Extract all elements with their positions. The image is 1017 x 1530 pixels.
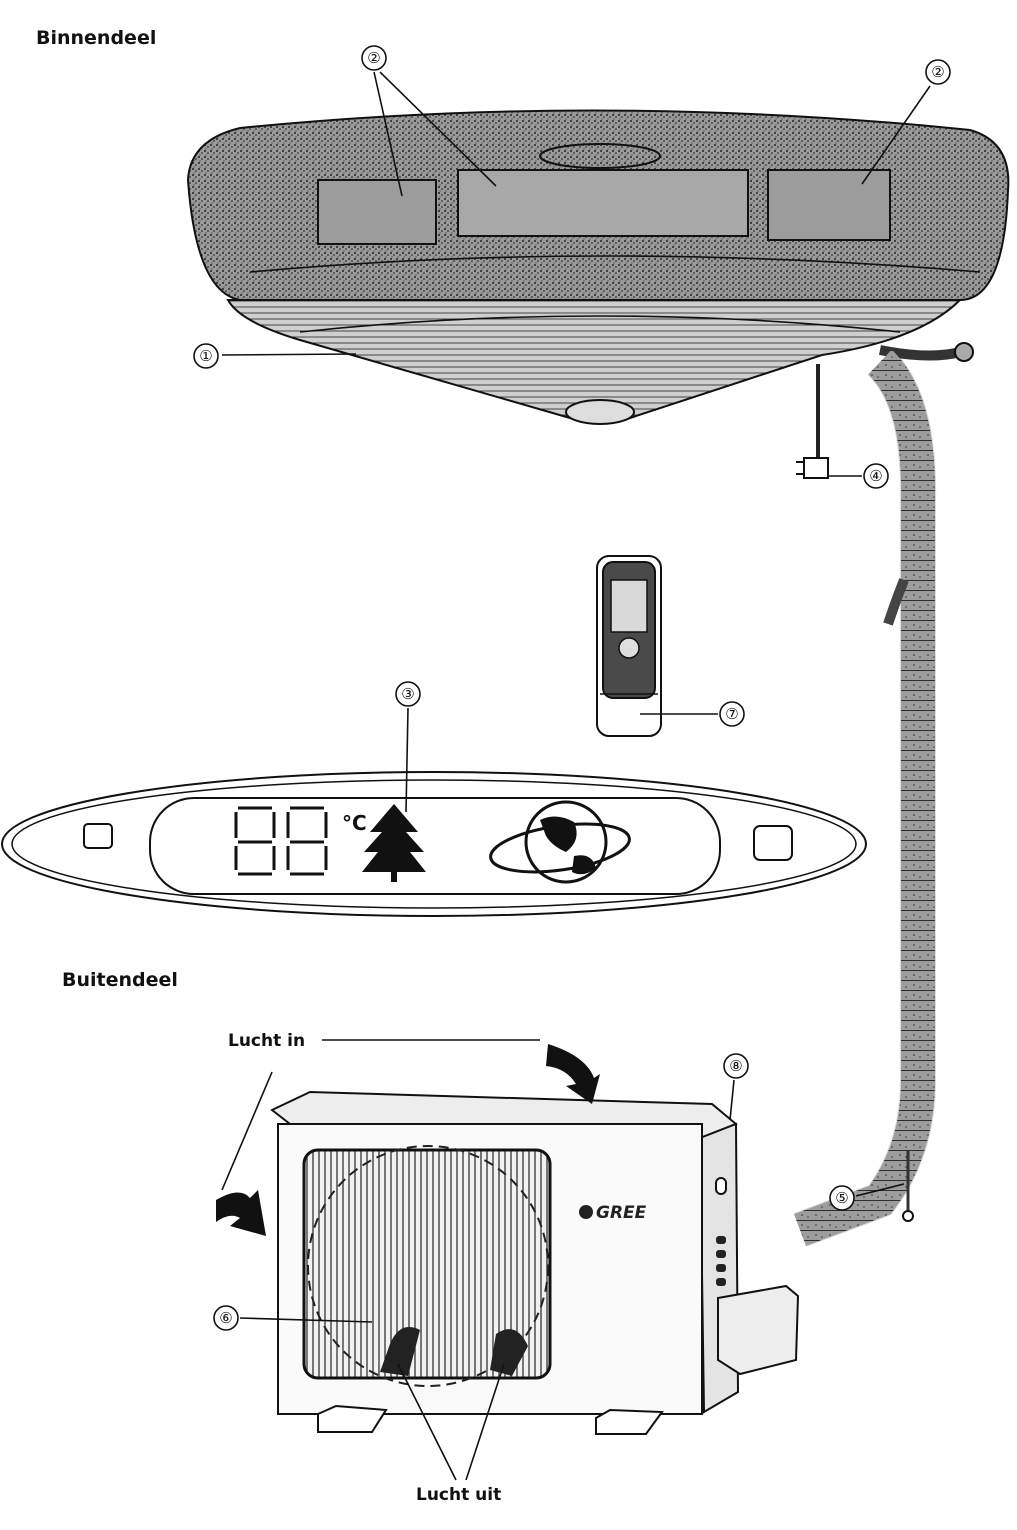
callout-2-right: ② [931,63,944,81]
louver-left [317,179,437,245]
callout-2-left: ② [367,49,380,67]
callout-6: ⑥ [219,1309,232,1327]
air-in-arrow-side [216,1190,266,1236]
indoor-unit [186,109,1010,479]
callout-5: ⑤ [835,1189,848,1207]
globe-icon [489,800,631,884]
air-in-label: Lucht in [228,1031,305,1051]
callout-3: ③ [401,685,414,703]
callout-8: ⑧ [729,1057,742,1075]
temperature-digits [234,806,328,876]
connecting-pipe [794,349,936,1246]
display-panel: °C [1,771,867,917]
air-in-arrow-top [546,1044,600,1104]
tree-icon [362,804,426,872]
brand-logo: GREE [596,1203,647,1223]
outdoor-grill [302,1148,552,1380]
celsius-unit: °C [342,811,367,835]
callout-4: ④ [869,467,882,485]
louver-right [767,169,891,241]
louver-center [457,169,749,237]
panel-button-left [83,823,113,849]
remote-screen [610,579,648,633]
outdoor-unit: GREE [270,1090,800,1435]
callout-1: ① [199,347,212,365]
callout-7: ⑦ [725,705,738,723]
power-plug [803,457,829,479]
panel-button-right [753,825,793,861]
air-out-label: Lucht uit [416,1485,501,1505]
remote-controller [596,555,662,737]
indoor-heading: Binnendeel [36,27,156,49]
outdoor-heading: Buitendeel [62,969,178,991]
